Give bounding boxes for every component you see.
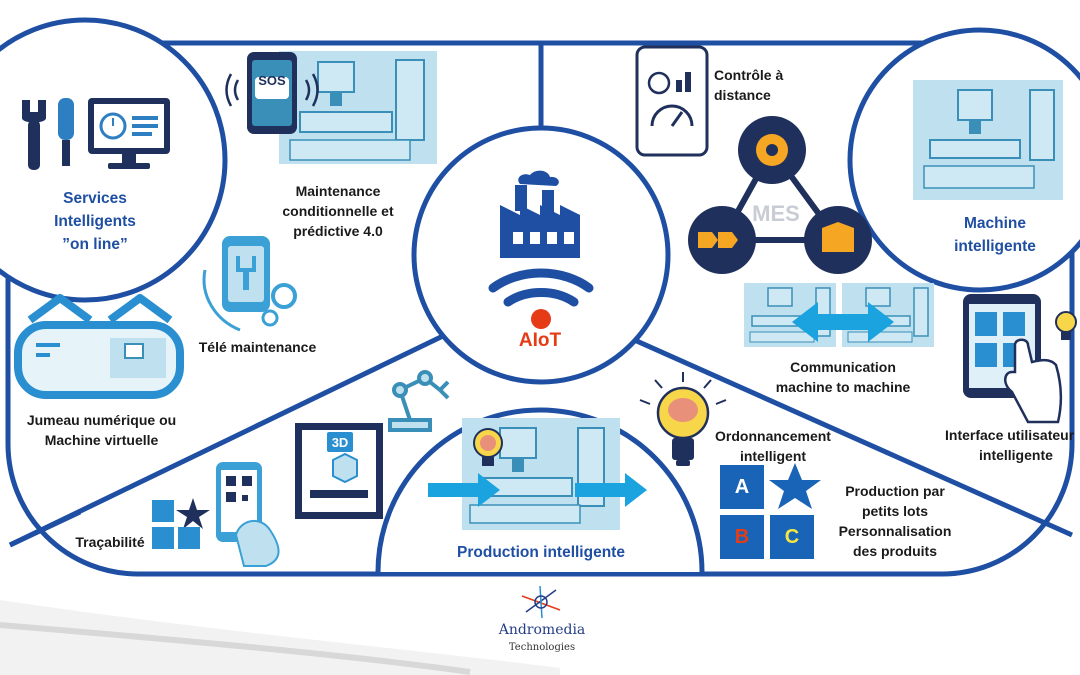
ordonnancement-label: Ordonnancement intelligent (697, 426, 849, 466)
interface-label-line1: Interface utilisateur (945, 427, 1075, 443)
cube-c (770, 515, 814, 559)
andromedia-logo-icon (521, 585, 561, 619)
cube-a-label: A (734, 475, 750, 498)
cube-b-label: B (734, 525, 750, 548)
touch-interface-icon (963, 294, 1062, 424)
production-lots-label: Production par petits lots Personnalisat… (825, 481, 965, 561)
brain-bulb-icon (639, 372, 727, 466)
communication-label: Communication machine to machine (760, 357, 926, 397)
production-lots-line4: des produits (852, 543, 937, 559)
divider-left (8, 332, 447, 548)
jumeau-label: Jumeau numérique ou Machine virtuelle (14, 410, 189, 450)
production-lots-line2: petits lots (861, 503, 929, 519)
qr-phone-icon (216, 462, 280, 567)
machine-label-line1: Machine (963, 215, 1026, 232)
iot-dot (531, 309, 551, 329)
divider-right (628, 335, 1074, 538)
controle-label-line1: Contrôle à (714, 67, 784, 83)
machine-label: Machine intelligente (930, 212, 1060, 258)
tracabilite-blocks-icon (152, 498, 210, 549)
sos-phone-icon (225, 52, 319, 134)
brain-bulb-small-icon (473, 428, 503, 466)
maintenance-label-line2: conditionnelle et (282, 203, 394, 219)
services-circle (0, 17, 228, 303)
flow-arrow-right (575, 473, 647, 507)
machine-label-line2: intelligente (954, 238, 1036, 255)
wifi-icon (488, 268, 594, 307)
interface-label-line2: intelligente (979, 447, 1053, 463)
background-swoosh (0, 600, 560, 675)
monitor-icon (88, 98, 170, 169)
aiot-label: AIoT (518, 330, 562, 351)
mes-label: MES (752, 201, 800, 226)
divider-left-end (8, 509, 82, 548)
controle-label-line2: distance (714, 87, 771, 103)
production-label: Production intelligente (457, 544, 625, 561)
services-label: Services Intelligents ”on line” (30, 187, 160, 256)
cnc-machine-icon (277, 49, 439, 166)
3d-printer-icon (295, 423, 383, 519)
maintenance-label-line3: prédictive 4.0 (293, 223, 383, 239)
printer-3d-label: 3D (331, 435, 349, 450)
sos-label: SOS (258, 73, 286, 88)
cube-c-label: C (784, 525, 800, 548)
star-icon (769, 463, 821, 509)
interface-label: Interface utilisateur intelligente (940, 425, 1080, 465)
m2m-machine-left-icon (744, 283, 836, 347)
jumeau-label-line2: Machine virtuelle (44, 432, 159, 448)
remote-control-phone-icon (635, 45, 709, 157)
brand-name: Andromedia (498, 622, 586, 638)
wrench-icon (22, 100, 46, 170)
tele-maintenance-icon (202, 236, 297, 332)
mes-cycle-icon: MES (688, 116, 872, 274)
cube-b (720, 515, 764, 559)
services-label-line1: Services (63, 190, 127, 207)
controle-label: Contrôle à distance (714, 65, 794, 105)
services-label-line3: ”on line” (62, 236, 128, 253)
lightbulb-small-icon (1055, 311, 1077, 340)
production-lots-line3: Personnalisation (838, 523, 952, 539)
communication-label-line2: machine to machine (775, 379, 911, 395)
maintenance-label: Maintenance conditionnelle et prédictive… (268, 181, 408, 241)
cube-a (720, 465, 764, 509)
tracabilite-label: Traçabilité (75, 534, 145, 550)
ordonnancement-label-line2: intelligent (739, 448, 807, 464)
bidirectional-arrow-icon (792, 302, 894, 342)
vr-glasses-icon (14, 294, 184, 399)
production-lots-line1: Production par (845, 483, 945, 499)
flow-arrow-left (428, 473, 500, 507)
robot-arm-icon (388, 370, 450, 432)
brand-subtitle: Technologies (508, 642, 576, 653)
background-swoosh-line (0, 622, 471, 675)
factory-icon (500, 170, 580, 258)
jumeau-label-line1: Jumeau numérique ou (26, 412, 177, 428)
communication-label-line1: Communication (790, 359, 896, 375)
services-label-line2: Intelligents (54, 213, 136, 230)
ordonnancement-label-line1: Ordonnancement (715, 428, 831, 444)
screwdriver-icon (58, 98, 74, 166)
tele-maintenance-label: Télé maintenance (198, 339, 317, 355)
maintenance-label-line1: Maintenance (295, 183, 381, 199)
smart-machine-icon (913, 80, 1063, 200)
